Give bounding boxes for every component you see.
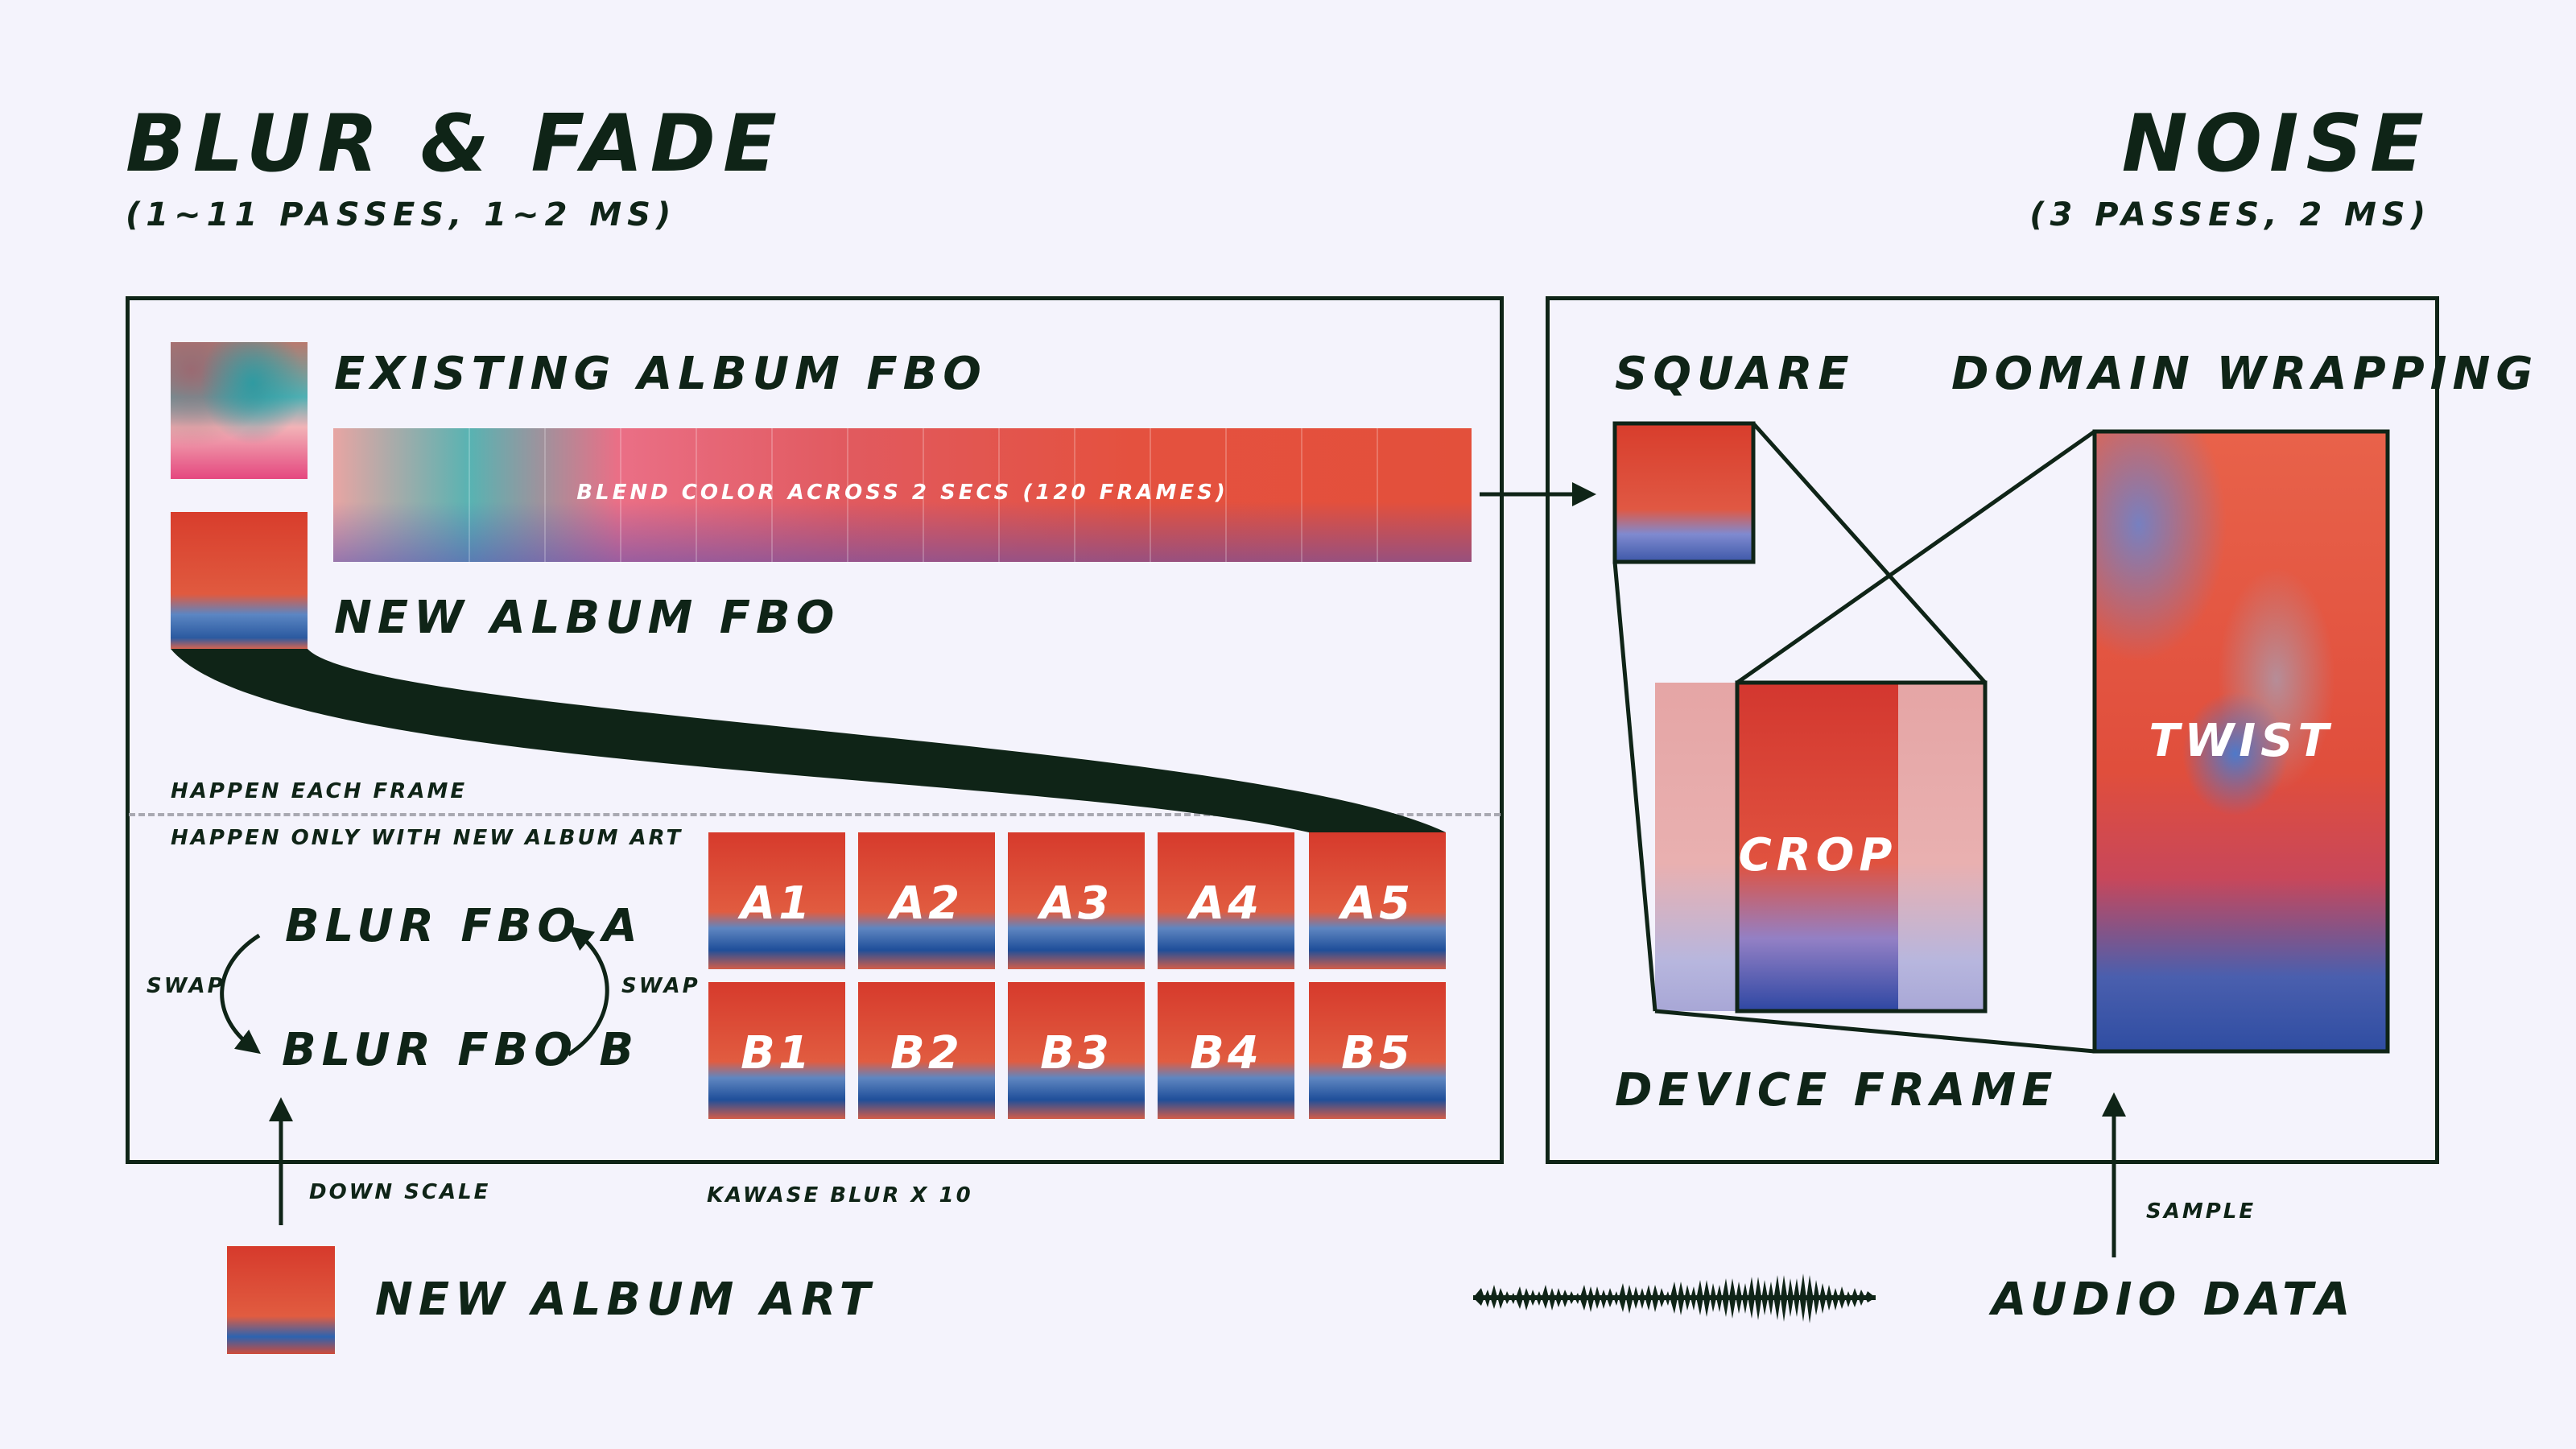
- blur-tile-a3: A3: [1008, 832, 1145, 969]
- blend-frames-strip: [333, 428, 1472, 562]
- twist-label: TWIST: [2149, 715, 2334, 767]
- blur-tile-label: B4: [1190, 1027, 1262, 1080]
- crop-projection-line: [1736, 429, 2096, 685]
- square-preview: [1615, 423, 1753, 562]
- square-projection-line: [1752, 422, 1987, 684]
- audio-data-label: AUDIO DATA: [1992, 1274, 2356, 1326]
- new-album-art-thumbnail: [227, 1246, 335, 1354]
- crop-projection-line: [1654, 1009, 2095, 1054]
- new-album-thumbnail: [171, 512, 308, 649]
- blur-tile-label: A3: [1039, 877, 1113, 930]
- swap-left-label: SWAP: [147, 974, 225, 998]
- blur-tile-b5: B5: [1309, 982, 1446, 1119]
- blur-fade-title: BLUR & FADE: [126, 98, 784, 190]
- crop-region: [1737, 683, 1898, 1011]
- blur-tile-b4: B4: [1158, 982, 1294, 1119]
- square-projection-line: [1612, 561, 1657, 1012]
- blur-fade-subtitle: (1~11 PASSES, 1~2 MS): [126, 196, 677, 233]
- blur-tile-b2: B2: [858, 982, 995, 1119]
- existing-album-fbo-label: EXISTING ALBUM FBO: [334, 348, 987, 400]
- twist-outline: [2092, 429, 2390, 1054]
- existing-album-thumbnail: [171, 342, 308, 479]
- blur-tile-a4: A4: [1158, 832, 1294, 969]
- blur-tile-b3: B3: [1008, 982, 1145, 1119]
- blur-tile-a2: A2: [858, 832, 995, 969]
- sample-label: SAMPLE: [2146, 1199, 2256, 1224]
- happen-each-frame-label: HAPPEN EACH FRAME: [171, 779, 468, 803]
- happen-new-art-label: HAPPEN ONLY WITH NEW ALBUM ART: [171, 826, 683, 850]
- twist-preview: [2095, 431, 2388, 1051]
- blend-color-caption: BLEND COLOR ACROSS 2 SECS (120 FRAMES): [576, 481, 1228, 505]
- blur-tile-label: A4: [1189, 877, 1263, 930]
- blur-tile-b1: B1: [708, 982, 845, 1119]
- blur-tile-label: B1: [741, 1027, 813, 1080]
- device-frame-right-edge: [1898, 683, 1985, 1011]
- new-album-art-label: NEW ALBUM ART: [375, 1274, 876, 1326]
- device-frame-left-edge: [1655, 683, 1737, 1011]
- square-outline: [1612, 421, 1756, 564]
- swap-left-arrow: [220, 933, 261, 1055]
- domain-wrapping-label: DOMAIN WRAPPING: [1951, 348, 2539, 400]
- swap-right-label: SWAP: [621, 974, 700, 998]
- down-scale-label: DOWN SCALE: [309, 1180, 491, 1204]
- blur-tile-label: B2: [890, 1027, 963, 1080]
- noise-panel: [1546, 296, 2439, 1164]
- crop-label: CROP: [1738, 829, 1897, 881]
- noise-subtitle: (3 PASSES, 2 MS): [2029, 196, 2431, 233]
- blur-tile-a1: A1: [708, 832, 845, 969]
- blur-tile-label: A5: [1340, 877, 1414, 930]
- swap-right-arrow: [567, 926, 609, 1057]
- kawase-blur-label: KAWASE BLUR X 10: [707, 1183, 973, 1208]
- audio-waveform: [1473, 1274, 1876, 1323]
- blur-tile-label: B3: [1040, 1027, 1113, 1080]
- noise-title: NOISE: [2121, 98, 2431, 190]
- crop-outline: [1735, 680, 1988, 1013]
- blur-fade-panel: [126, 296, 1504, 1164]
- blur-tile-a5: A5: [1309, 832, 1446, 969]
- new-album-fbo-label: NEW ALBUM FBO: [334, 592, 840, 644]
- blur-tile-label: B5: [1341, 1027, 1414, 1080]
- blur-tile-label: A1: [740, 877, 814, 930]
- new-fbo-to-a5-ribbon: [171, 649, 1446, 832]
- blur-tile-label: A2: [890, 877, 964, 930]
- phase-divider: [129, 813, 1501, 816]
- device-frame-label: DEVICE FRAME: [1615, 1064, 2058, 1117]
- square-label: SQUARE: [1615, 348, 1855, 400]
